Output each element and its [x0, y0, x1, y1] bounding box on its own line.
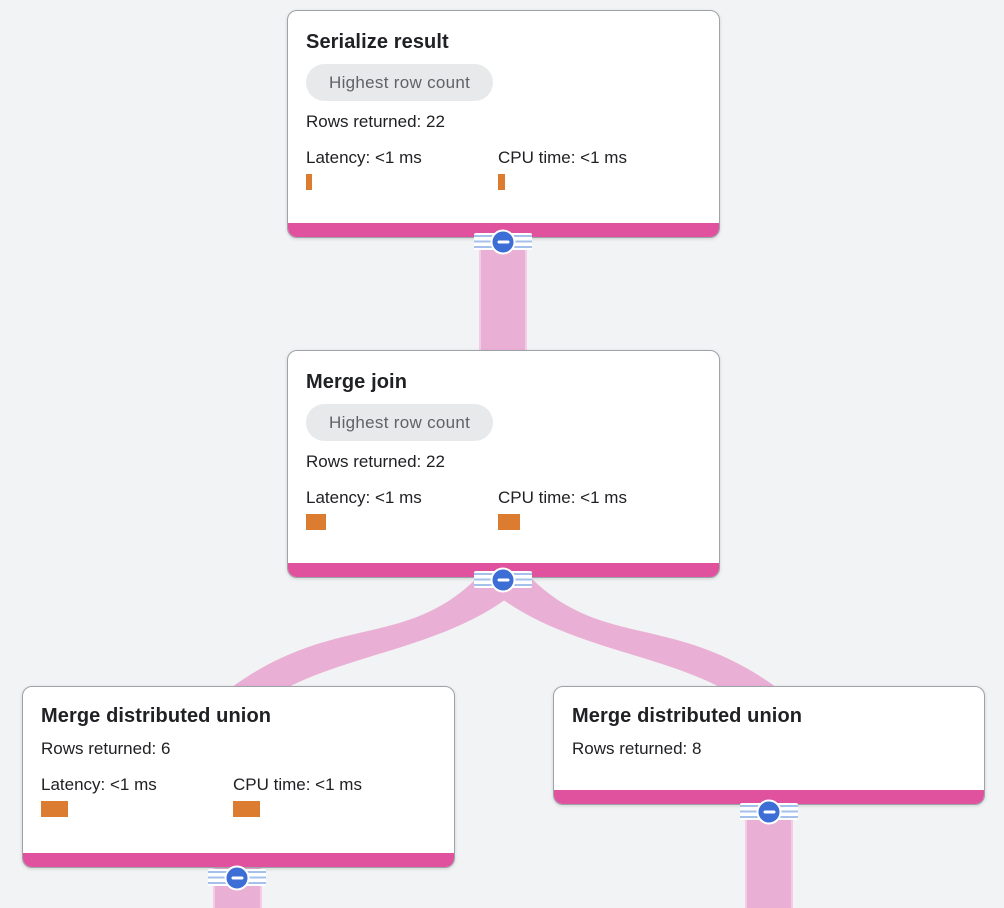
node-metrics: Latency: <1 ms CPU time: <1 ms	[306, 147, 701, 190]
flow-edge-serialize-to-merge-join	[479, 237, 527, 355]
latency-bar	[41, 801, 68, 817]
plan-node-merge-distributed-union-right[interactable]: Merge distributed union Rows returned: 8	[553, 686, 985, 805]
cpu-time-text: CPU time: <1 ms	[498, 488, 627, 507]
node-accent-bar	[23, 853, 454, 867]
cpu-time-text: CPU time: <1 ms	[498, 148, 627, 167]
latency-bar	[306, 174, 312, 190]
collapse-node-button[interactable]	[490, 567, 516, 592]
port-left-union	[208, 865, 266, 890]
cpu-time-bar	[498, 514, 520, 530]
rows-returned-text: Rows returned: 22	[306, 452, 445, 471]
minus-icon	[231, 876, 243, 879]
port-right-union	[740, 799, 798, 824]
cpu-time-metric: CPU time: <1 ms	[233, 774, 436, 817]
flow-edge-merge-join-to-right-union	[477, 578, 789, 697]
node-accent-bar	[554, 790, 984, 804]
latency-metric: Latency: <1 ms	[306, 147, 498, 190]
cpu-time-text: CPU time: <1 ms	[233, 775, 362, 794]
latency-bar	[306, 514, 326, 530]
collapse-node-button[interactable]	[756, 799, 782, 824]
cpu-time-bar	[498, 174, 505, 190]
rows-returned-text: Rows returned: 8	[572, 739, 702, 758]
port-serialize-result	[474, 229, 532, 254]
node-metrics: Latency: <1 ms CPU time: <1 ms	[41, 774, 436, 817]
cpu-time-bar	[233, 801, 260, 817]
flow-edge-merge-join-to-left-union	[219, 578, 531, 697]
node-title: Serialize result	[306, 31, 449, 53]
highest-row-count-badge: Highest row count	[306, 64, 494, 101]
latency-metric: Latency: <1 ms	[41, 774, 233, 817]
rows-returned-text: Rows returned: 22	[306, 112, 445, 131]
node-title: Merge distributed union	[572, 705, 803, 727]
minus-icon	[497, 578, 509, 581]
node-title: Merge join	[306, 371, 408, 393]
port-merge-join	[474, 567, 532, 592]
rows-returned-text: Rows returned: 6	[41, 739, 171, 758]
node-metrics: Latency: <1 ms CPU time: <1 ms	[306, 487, 701, 530]
minus-icon	[497, 240, 509, 243]
highest-row-count-badge: Highest row count	[306, 404, 494, 441]
latency-metric: Latency: <1 ms	[306, 487, 498, 530]
plan-node-serialize-result[interactable]: Serialize result Highest row count Rows …	[287, 10, 720, 238]
cpu-time-metric: CPU time: <1 ms	[498, 147, 701, 190]
latency-text: Latency: <1 ms	[306, 488, 422, 507]
collapse-node-button[interactable]	[490, 229, 516, 254]
minus-icon	[763, 810, 775, 813]
cpu-time-metric: CPU time: <1 ms	[498, 487, 701, 530]
latency-text: Latency: <1 ms	[306, 148, 422, 167]
plan-node-merge-distributed-union-left[interactable]: Merge distributed union Rows returned: 6…	[22, 686, 455, 868]
collapse-node-button[interactable]	[224, 865, 250, 890]
node-title: Merge distributed union	[41, 705, 272, 727]
plan-node-merge-join[interactable]: Merge join Highest row count Rows return…	[287, 350, 720, 578]
latency-text: Latency: <1 ms	[41, 775, 157, 794]
